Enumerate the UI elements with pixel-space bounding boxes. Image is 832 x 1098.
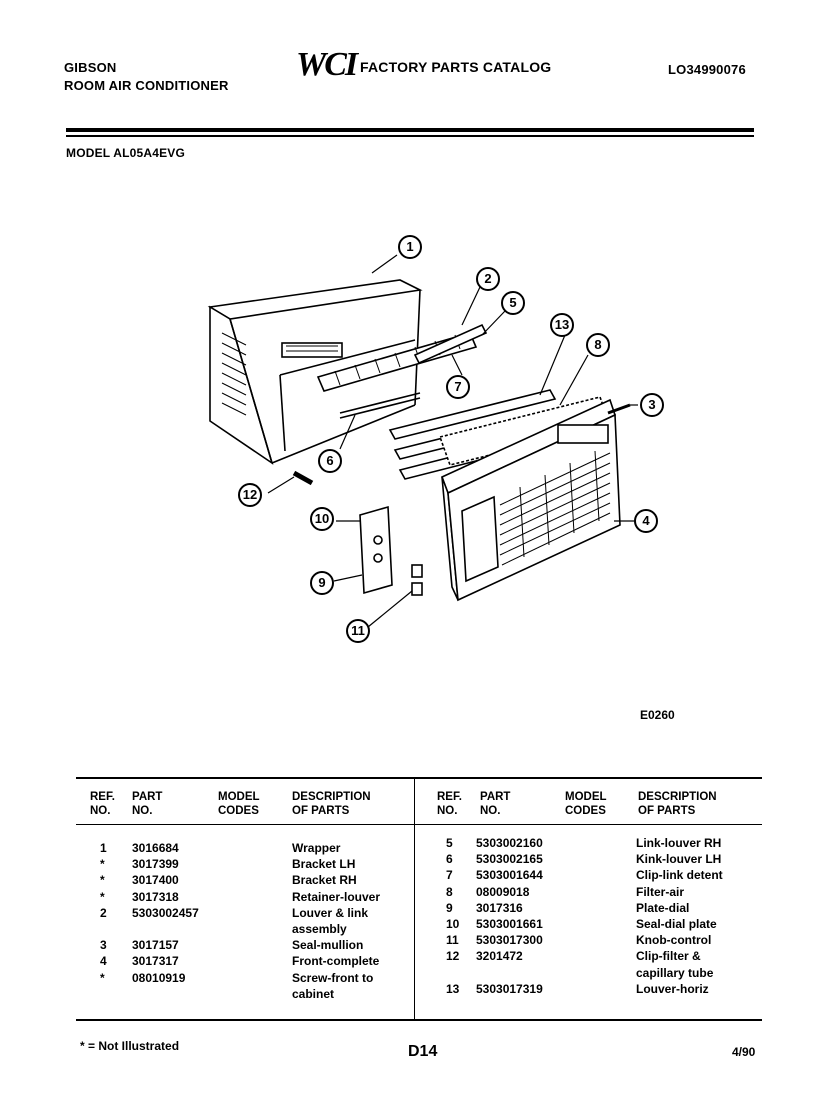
callout-2: 2 [476, 267, 500, 291]
right-ref-column: 5 6 7 8 9 10 11 12 13 [446, 836, 460, 996]
catalog-code: LO34990076 [668, 62, 746, 77]
header-model-right: MODEL CODES [565, 791, 607, 817]
catalog-title: FACTORY PARTS CATALOG [360, 59, 552, 75]
table-top-rule [76, 777, 762, 779]
model-line: MODEL AL05A4EVG [66, 146, 186, 160]
header-desc-right: DESCRIPTION OF PARTS [638, 791, 717, 817]
left-desc-column: Wrapper Bracket LH Bracket RH Retainer-l… [292, 841, 381, 1001]
header-ref-right: REF. NO. [437, 791, 462, 817]
header-ref: REF. NO. [90, 791, 115, 817]
figure-code: E0260 [640, 708, 675, 722]
callout-5: 5 [501, 291, 525, 315]
callout-4: 4 [634, 509, 658, 533]
header-desc: DESCRIPTION OF PARTS [292, 791, 371, 817]
callout-1: 1 [398, 235, 422, 259]
revision-date: 4/90 [732, 1045, 756, 1059]
wci-logo: WCI [296, 46, 358, 83]
callout-13: 13 [550, 313, 574, 337]
diagram-drawing [207, 254, 638, 628]
table-divider [414, 779, 415, 1019]
callout-12: 12 [238, 483, 262, 507]
callout-9: 9 [310, 571, 334, 595]
left-part-column: 3016684 3017399 3017400 3017318 53030024… [132, 841, 199, 985]
header-part-right: PART NO. [480, 791, 511, 817]
callout-3: 3 [640, 393, 664, 417]
right-desc-column: Link-louver RH Kink-louver LH Clip-link … [636, 836, 723, 996]
page-number: D14 [408, 1043, 438, 1060]
brand-name: GIBSON [64, 60, 117, 75]
header-rule [66, 128, 754, 132]
left-ref-column: 1 * * * 2 3 4 * [100, 841, 107, 985]
header-rule-thin [66, 135, 754, 137]
product-name: ROOM AIR CONDITIONER [64, 78, 229, 93]
callout-10: 10 [310, 507, 334, 531]
callout-6: 6 [318, 449, 342, 473]
callout-7: 7 [446, 375, 470, 399]
table-header-rule [76, 824, 762, 825]
callout-8: 8 [586, 333, 610, 357]
footnote: * = Not Illustrated [80, 1039, 180, 1053]
header-part: PART NO. [132, 791, 163, 817]
callout-11: 11 [346, 619, 370, 643]
exploded-parts-diagram: 1 2 5 13 8 3 7 6 12 10 4 9 11 [190, 225, 690, 655]
header-model: MODEL CODES [218, 791, 260, 817]
right-part-column: 5303002160 5303002165 5303001644 0800901… [476, 836, 543, 996]
table-bottom-rule [76, 1019, 762, 1021]
